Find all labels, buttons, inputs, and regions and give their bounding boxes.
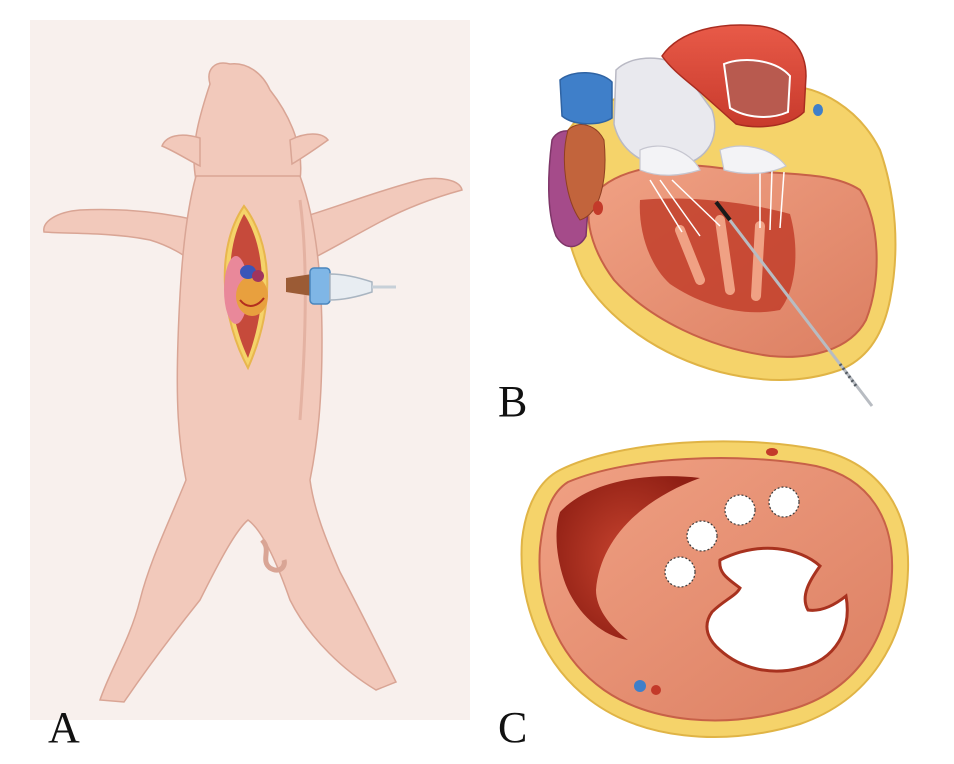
- panel-a: [30, 20, 470, 720]
- aortic-lumen: [722, 59, 792, 118]
- catheter-needle-icon: [714, 200, 874, 407]
- panel-label-a: A: [48, 703, 80, 752]
- chordae-tendineae: [649, 169, 785, 237]
- pig-leg-front-left: [43, 208, 197, 264]
- pig-body-shading: [298, 199, 307, 421]
- injection-site-3: [686, 520, 718, 552]
- lv-cavity-short-axis: [705, 546, 849, 673]
- probe-tip: [286, 274, 312, 296]
- catheter-shaft: [714, 201, 874, 407]
- injection-site-2: [768, 486, 800, 518]
- pig-tail: [260, 538, 287, 573]
- catheter-tip: [714, 200, 732, 222]
- coronary-vessel-right: [813, 104, 823, 116]
- pig-ear-left: [161, 134, 201, 168]
- coronary-vessel-blue: [634, 680, 646, 692]
- pig-ear-right: [289, 133, 330, 166]
- pig-heart-icon: [236, 265, 268, 316]
- probe-head: [309, 267, 331, 305]
- pig-illustration-icon: [43, 62, 463, 703]
- panel-label-b: B: [498, 377, 528, 426]
- probe-handle: [329, 273, 373, 301]
- injection-site-circle-icon: [664, 486, 800, 588]
- injection-site-4: [664, 556, 696, 588]
- pig-leg-front-right: [299, 177, 463, 264]
- thoracic-incision: [223, 204, 269, 371]
- papillary-muscles: [675, 215, 765, 301]
- pig-body: [98, 175, 398, 703]
- panel-c: [520, 440, 910, 738]
- coronary-vessel-top: [766, 448, 778, 456]
- right-atrium-pectinate: [563, 124, 606, 221]
- panel-label-c: C: [498, 703, 528, 752]
- coronary-vessel-red: [651, 685, 661, 695]
- coronary-vessel-left: [593, 201, 603, 215]
- valve-leaflets: [639, 145, 787, 176]
- rv-cavity: [556, 476, 700, 640]
- vena-cava-icon: [559, 72, 613, 125]
- pulmonary-artery: [613, 57, 716, 167]
- panel-b: [548, 24, 897, 407]
- injection-site-1: [724, 494, 756, 526]
- ultrasound-probe-icon: [286, 267, 396, 305]
